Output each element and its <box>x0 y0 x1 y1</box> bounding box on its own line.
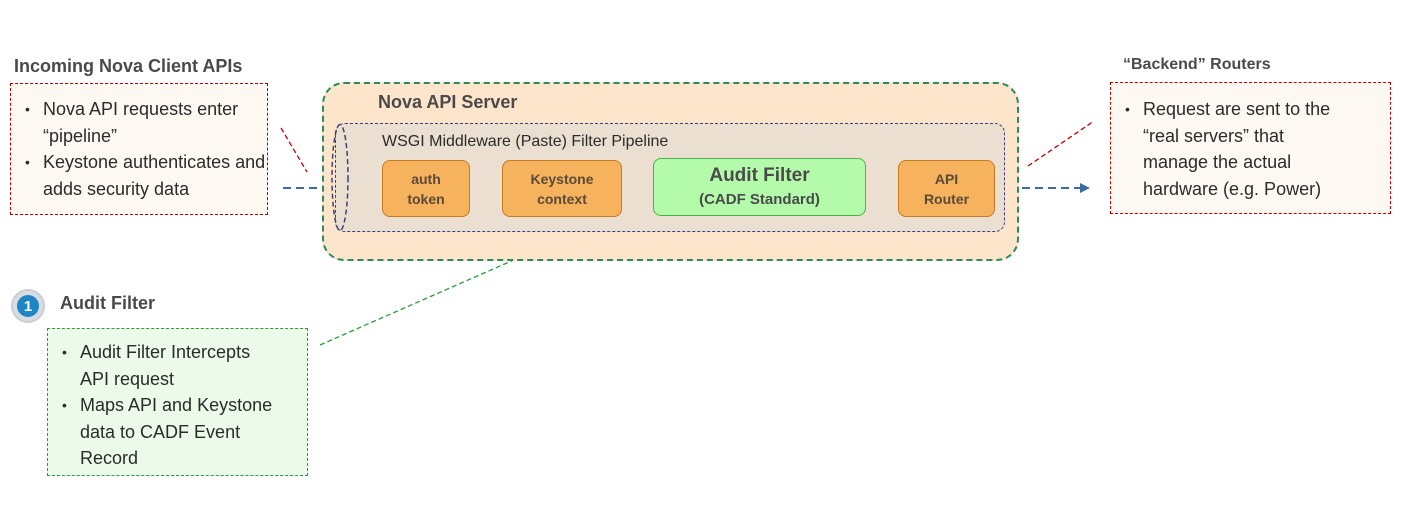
list-line: Record <box>80 448 139 468</box>
incoming-list: Nova API requests enter “pipeline” Keyst… <box>11 96 267 202</box>
pipeline-pipe-end <box>331 123 349 232</box>
list-item: Request are sent to the “real servers” t… <box>1111 96 1390 202</box>
pipeline-title: WSGI Middleware (Paste) Filter Pipeline <box>382 133 669 150</box>
backend-callout-leader <box>1027 120 1095 167</box>
backend-list: Request are sent to the “real servers” t… <box>1111 96 1390 202</box>
stage-audit-filter: Audit Filter (CADF Standard) <box>653 158 866 216</box>
list-item: Keystone authenticates and adds security… <box>11 149 267 202</box>
incoming-callout: Nova API requests enter “pipeline” Keyst… <box>10 83 268 215</box>
stage-keystone-context: Keystone context <box>502 160 622 217</box>
list-line: hardware (e.g. Power) <box>1143 178 1322 199</box>
backend-heading: “Backend” Routers <box>1123 56 1271 73</box>
stage-label: token <box>407 190 445 207</box>
list-line: “real servers” that <box>1143 125 1285 146</box>
audit-heading: Audit Filter <box>60 293 155 313</box>
list-line: data to CADF Event <box>80 421 241 442</box>
audit-callout-leader <box>319 186 681 346</box>
list-line: API request <box>80 368 175 389</box>
list-line: Audit Filter Intercepts <box>80 342 251 362</box>
stage-label: Keystone <box>530 170 594 187</box>
stage-api-router: API Router <box>898 160 995 217</box>
list-line: Maps API and Keystone <box>80 395 273 415</box>
list-item: Audit Filter Intercepts API request <box>48 339 307 392</box>
step-number: 1 <box>17 295 39 317</box>
stage-auth-token: auth token <box>382 160 470 217</box>
list-item: Nova API requests enter “pipeline” <box>11 96 267 149</box>
audit-list: Audit Filter Intercepts API request Maps… <box>48 339 307 472</box>
stage-label: Router <box>923 190 970 207</box>
server-title: Nova API Server <box>378 92 518 112</box>
stage-label: auth <box>411 170 441 187</box>
incoming-callout-leader <box>280 127 308 173</box>
incoming-heading: Incoming Nova Client APIs <box>14 56 243 76</box>
backend-callout: Request are sent to the “real servers” t… <box>1110 82 1391 214</box>
step-badge: 1 <box>11 289 45 323</box>
stage-sublabel: (CADF Standard) <box>699 191 820 208</box>
stage-label: Audit Filter <box>709 165 810 186</box>
list-line: manage the actual <box>1143 152 1292 172</box>
list-item: Maps API and Keystone data to CADF Event… <box>48 392 307 472</box>
audit-callout: Audit Filter Intercepts API request Maps… <box>47 328 308 476</box>
stage-label: API <box>934 170 959 187</box>
stage-label: context <box>537 190 587 207</box>
list-line: Request are sent to the <box>1143 99 1331 119</box>
